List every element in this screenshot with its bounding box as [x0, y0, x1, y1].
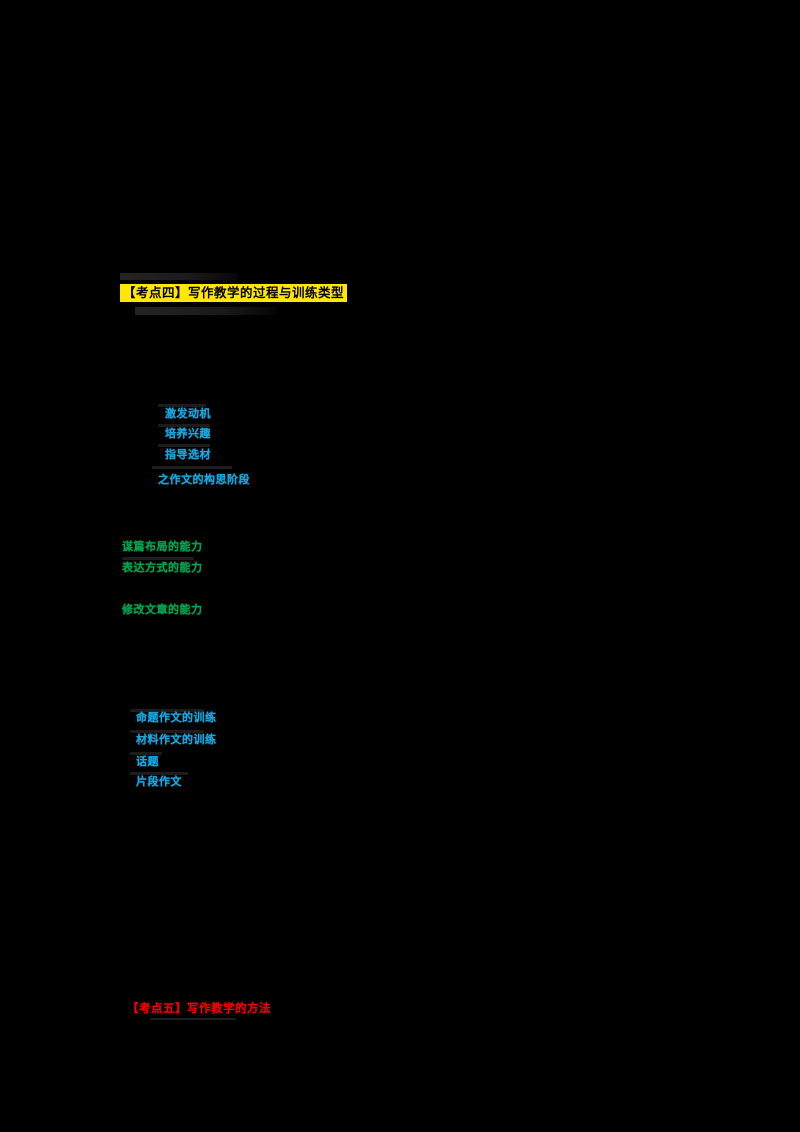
ghost-line: [152, 466, 232, 469]
ghost-line: [130, 709, 204, 712]
cyan-item-5: 命题作文的训练: [136, 711, 217, 724]
ghost-line: [158, 444, 210, 447]
cyan-item-7: 话题: [136, 755, 159, 768]
green-item-3: 修改文章的能力: [122, 603, 203, 616]
cyan-item-2: 培养兴趣: [165, 427, 211, 440]
ghost-line: [130, 752, 162, 755]
cyan-item-3: 指导选材: [165, 448, 211, 461]
ghost-line: [150, 1018, 236, 1020]
faint-text-line-below-heading: [135, 307, 277, 315]
ghost-line: [122, 557, 194, 560]
ghost-line: [130, 730, 204, 733]
cyan-item-4: 之作文的构思阶段: [158, 473, 250, 486]
cyan-item-6: 材料作文的训练: [136, 733, 217, 746]
ghost-line: [158, 424, 210, 427]
red-item-1: 【考点五】写作教学的方法: [127, 1001, 271, 1015]
ghost-line: [130, 772, 188, 775]
ghost-line: [158, 404, 206, 407]
faint-text-line-above-heading: [120, 273, 238, 280]
green-item-2: 表达方式的能力: [122, 561, 203, 574]
cyan-item-1: 激发动机: [165, 407, 211, 420]
cyan-item-8: 片段作文: [136, 775, 182, 788]
section-heading-kaodian-four: 【考点四】写作教学的过程与训练类型: [120, 284, 348, 303]
green-item-1: 谋篇布局的能力: [122, 540, 203, 553]
